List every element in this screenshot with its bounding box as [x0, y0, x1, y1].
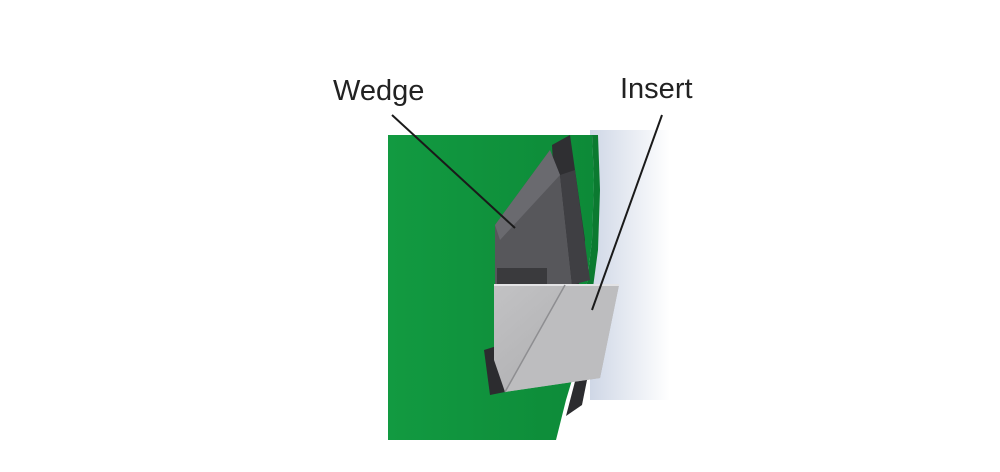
wedge-top-face — [495, 150, 560, 240]
insert-label: Insert — [620, 73, 693, 105]
wedge-leader-line — [391, 114, 516, 229]
wedge-base-slot — [497, 268, 547, 284]
wedge-side-face — [560, 170, 590, 285]
wedge-label: Wedge — [333, 75, 424, 107]
insert-chamfer-face — [505, 285, 619, 392]
insert-diagonal-edge — [504, 284, 566, 393]
cutter-body-edge — [585, 135, 600, 310]
wedge — [495, 150, 572, 285]
insert-leader-line — [591, 114, 663, 311]
